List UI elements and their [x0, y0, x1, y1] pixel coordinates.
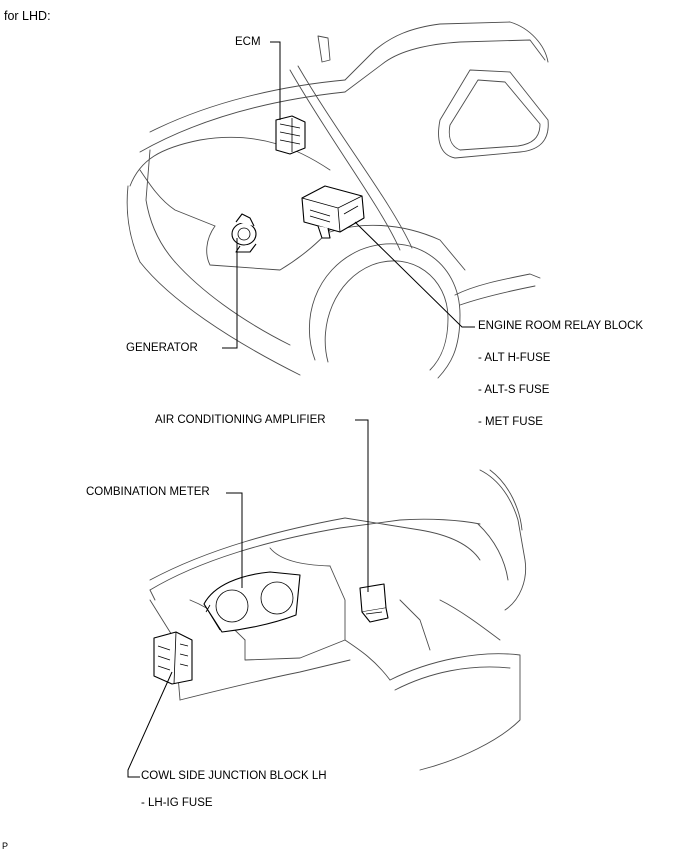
- engine-room-relay-block-label: ENGINE ROOM RELAY BLOCK: [478, 320, 644, 332]
- combination-meter-leader-line: [226, 492, 243, 588]
- ecm-label: ECM: [235, 36, 261, 48]
- cowl-side-junction-block-label: COWL SIDE JUNCTION BLOCK LH: [141, 770, 327, 782]
- lh-ig-fuse-label: - LH-IG FUSE: [141, 797, 213, 809]
- junction-block-leader-line: [127, 671, 173, 778]
- generator-label: GENERATOR: [126, 342, 198, 354]
- alt-s-fuse-label: - ALT-S FUSE: [478, 384, 550, 396]
- combination-meter-label: COMBINATION METER: [86, 486, 210, 498]
- engine-room-relay-block-illustration: [301, 185, 365, 239]
- instrument-panel-illustration: [149, 469, 527, 771]
- relay-block-leader-line: [354, 221, 475, 328]
- alt-h-fuse-label: - ALT H-FUSE: [478, 352, 551, 364]
- ecm-illustration: [275, 115, 306, 155]
- air-conditioning-amplifier-illustration: [359, 583, 389, 623]
- generator-leader-line: [222, 238, 238, 349]
- combination-meter-illustration: [203, 571, 301, 633]
- vehicle-front-illustration: [126, 21, 549, 379]
- page-title: for LHD:: [4, 9, 51, 23]
- air-conditioning-amplifier-label: AIR CONDITIONING AMPLIFIER: [155, 414, 326, 426]
- met-fuse-label: - MET FUSE: [478, 416, 543, 428]
- ecm-leader-line: [270, 41, 281, 120]
- generator-illustration: [231, 213, 257, 253]
- figure-code: P: [2, 841, 9, 851]
- cowl-side-junction-block-illustration: [153, 631, 193, 685]
- ac-amplifier-leader-line: [355, 419, 369, 592]
